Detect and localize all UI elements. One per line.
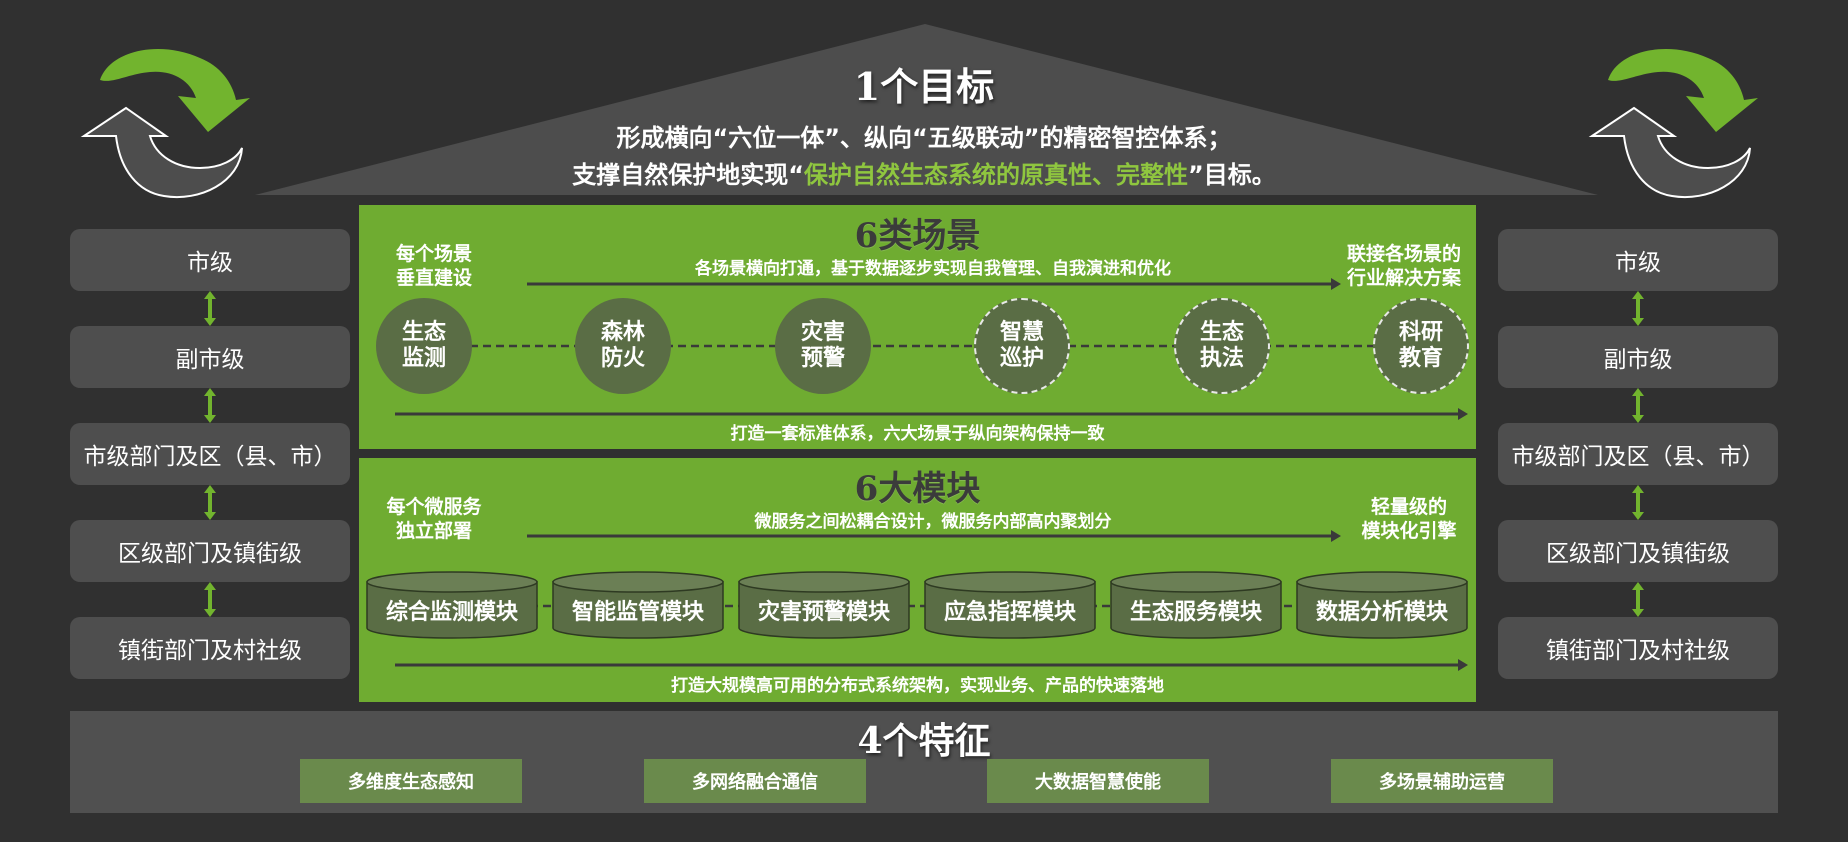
module-label: 数据分析模块 — [1315, 600, 1448, 625]
level-box-left-4: 区级部门及镇街级 — [70, 520, 350, 582]
module-label: 智能监管模块 — [571, 600, 704, 625]
double-arrow-icon — [204, 388, 216, 423]
modules-right-note: 轻量级的 模块化引擎 — [1346, 495, 1472, 543]
scene-label: 生态 — [1199, 320, 1244, 345]
modules-left-note-line: 每个微服务 — [386, 496, 482, 518]
double-arrow-icon — [204, 291, 216, 326]
level-box-left-5: 镇街部门及村社级 — [70, 617, 350, 679]
scene-label: 巡护 — [999, 346, 1044, 371]
modules-left-note: 每个微服务 独立部署 — [372, 495, 496, 543]
feature-badge-3: 大数据智慧使能 — [987, 759, 1209, 803]
level-box-right-1: 市级 — [1498, 229, 1778, 291]
scenes-left-note-line: 每个场景 — [395, 243, 472, 265]
scene-label: 监测 — [401, 346, 446, 371]
goal-line-1: 形成横向“六位一体”、纵向“五级联动”的精密智控体系； — [616, 124, 1232, 152]
scenes-top-note: 各场景横向打通，基于数据逐步实现自我管理、自我演进和优化 — [695, 259, 1171, 279]
module-cylinder-3: 灾害预警模块 — [737, 570, 911, 640]
modules-bottom-arrow — [395, 659, 1468, 671]
level-box-left-2: 副市级 — [70, 326, 350, 388]
level-box-right-2: 副市级 — [1498, 326, 1778, 388]
modules-title: 6大模块 — [854, 469, 981, 509]
scenes-left-note-line: 垂直建设 — [395, 267, 472, 289]
modules-top-note: 微服务之间松耦合设计，微服务内部高内聚划分 — [754, 512, 1112, 532]
scenes-dashed-connector — [470, 344, 1386, 348]
goal-line-2-prefix: 支撑自然保护地实现“ — [572, 161, 804, 189]
module-cylinder-4: 应急指挥模块 — [923, 570, 1097, 640]
scene-label: 执法 — [1199, 346, 1244, 371]
scene-circle-5: 生态执法 — [1174, 298, 1270, 394]
scene-label: 防火 — [600, 346, 645, 371]
scene-label: 智慧 — [999, 320, 1044, 345]
scenes-title: 6类场景 — [854, 216, 981, 256]
module-cylinder-2: 智能监管模块 — [551, 570, 725, 640]
cycle-arrows-icon — [1588, 49, 1758, 199]
scene-label: 科研 — [1398, 320, 1443, 345]
double-arrow-icon — [1632, 485, 1644, 520]
goal-highlight: 保护自然生态系统的原真性、完整性 — [804, 161, 1188, 189]
modules-panel — [359, 458, 1476, 702]
feature-badge-4: 多场景辅助运营 — [1331, 759, 1553, 803]
double-arrow-icon — [204, 582, 216, 617]
modules-bottom-note: 打造大规模高可用的分布式系统架构，实现业务、产品的快速落地 — [671, 676, 1164, 696]
scene-circle-1: 生态监测 — [376, 298, 472, 394]
scene-circle-2: 森林防火 — [575, 298, 671, 394]
modules-right-note-line: 轻量级的 — [1370, 496, 1447, 518]
module-label: 应急指挥模块 — [943, 600, 1076, 625]
scenes-bottom-note: 打造一套标准体系，六大场景于纵向架构保持一致 — [730, 424, 1105, 444]
scene-circle-6: 科研教育 — [1373, 298, 1469, 394]
scenes-right-note-line: 行业解决方案 — [1346, 267, 1461, 289]
level-box-left-3: 市级部门及区（县、市） — [70, 423, 350, 485]
module-label: 灾害预警模块 — [757, 600, 890, 625]
module-label: 生态服务模块 — [1129, 600, 1262, 625]
scene-label: 灾害 — [800, 320, 845, 345]
scene-label: 预警 — [800, 346, 845, 371]
modules-right-note-line: 模块化引擎 — [1361, 520, 1457, 542]
level-box-right-3: 市级部门及区（县、市） — [1498, 423, 1778, 485]
cycle-arrows-icon — [80, 49, 250, 199]
scenes-right-note: 联接各场景的 行业解决方案 — [1336, 242, 1472, 290]
modules-top-arrow — [527, 530, 1341, 542]
level-box-right-4: 区级部门及镇街级 — [1498, 520, 1778, 582]
scene-circle-4: 智慧巡护 — [974, 298, 1070, 394]
goal-title: 1个目标 — [853, 64, 995, 109]
modules-left-note-line: 独立部署 — [395, 520, 472, 542]
scene-label: 森林 — [600, 320, 645, 345]
level-box-right-5: 镇街部门及村社级 — [1498, 617, 1778, 679]
goal-line-2-suffix: ”目标。 — [1188, 161, 1276, 189]
features-title: 4个特征 — [857, 720, 991, 762]
module-cylinder-5: 生态服务模块 — [1109, 570, 1283, 640]
scenes-right-note-line: 联接各场景的 — [1346, 243, 1461, 265]
level-box-left-1: 市级 — [70, 229, 350, 291]
scenes-top-arrow — [527, 278, 1341, 290]
scene-circle-3: 灾害预警 — [775, 298, 871, 394]
scenes-panel — [359, 205, 1476, 449]
module-cylinder-6: 数据分析模块 — [1295, 570, 1469, 640]
module-label: 综合监测模块 — [385, 600, 518, 625]
feature-badge-2: 多网络融合通信 — [644, 759, 866, 803]
scenes-bottom-arrow — [395, 408, 1468, 420]
scene-label: 教育 — [1398, 346, 1443, 371]
double-arrow-icon — [204, 485, 216, 520]
scene-label: 生态 — [401, 320, 446, 345]
module-cylinder-1: 综合监测模块 — [365, 570, 539, 640]
feature-badge-1: 多维度生态感知 — [300, 759, 522, 803]
double-arrow-icon — [1632, 388, 1644, 423]
double-arrow-icon — [1632, 582, 1644, 617]
scenes-left-note: 每个场景 垂直建设 — [376, 242, 492, 290]
double-arrow-icon — [1632, 291, 1644, 326]
goal-line-2: 支撑自然保护地实现“保护自然生态系统的原真性、完整性”目标。 — [0, 155, 1848, 190]
